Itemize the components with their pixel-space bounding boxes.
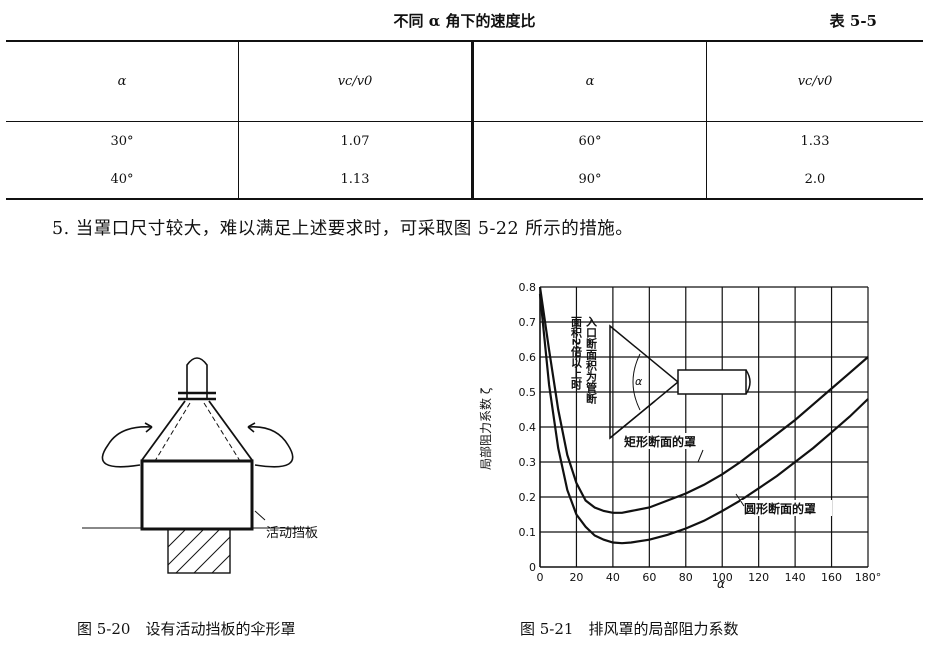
x-tick-label: 140 xyxy=(785,571,806,584)
y-tick-label: 0 xyxy=(529,561,536,574)
speed-ratio-table: α vc/v0 α vc/v0 30° 1.07 60° 1.33 40° 1.… xyxy=(6,40,923,200)
baffle-label: 活动挡板 xyxy=(266,526,318,541)
x-tick-label: 0 xyxy=(537,571,544,584)
y-tick-label: 0.3 xyxy=(519,456,537,469)
table-row: 30° 1.07 60° 1.33 xyxy=(6,121,923,160)
x-tick-label: 20 xyxy=(569,571,583,584)
series-label-rect: 矩形断面的罩 xyxy=(623,434,696,449)
chart-grid xyxy=(539,286,869,568)
table-number: 表 5-5 xyxy=(829,12,877,30)
series-label-round: 圆形断面的罩 xyxy=(744,501,816,516)
table-cell: 1.33 xyxy=(706,121,923,160)
hood-cone-right xyxy=(208,400,253,461)
figure-520-caption: 图 5-20 设有活动挡板的伞形罩 xyxy=(77,620,296,638)
table-header-row: α vc/v0 α vc/v0 xyxy=(6,41,923,122)
header-alpha-2: α xyxy=(471,41,707,122)
y-tick-label: 0.1 xyxy=(519,526,537,539)
y-tick-label: 0.4 xyxy=(519,421,537,434)
chart-series xyxy=(538,286,869,545)
x-tick-label: 180° xyxy=(855,571,882,584)
hatched-block xyxy=(167,528,231,574)
table-row: 40° 1.13 90° 2.0 xyxy=(6,160,923,199)
y-tick-label: 0.2 xyxy=(519,491,537,504)
table-cell: 2.0 xyxy=(706,160,923,199)
y-tick-label: 0.7 xyxy=(519,316,537,329)
inset-angle-label: α xyxy=(635,375,643,388)
header-ratio-2: vc/v0 xyxy=(706,41,923,122)
header-ratio-1: vc/v0 xyxy=(238,41,473,122)
movable-baffle xyxy=(140,459,254,531)
x-tick-label: 80 xyxy=(679,571,693,584)
x-tick-label: 40 xyxy=(606,571,620,584)
chart-ticks: 0 20 40 60 80 100 120 140 160 180° 0 0.1 0.2 0.3 0.4 0.… xyxy=(519,281,882,584)
figure-521-caption: 图 5-21 排风罩的局部阻力系数 xyxy=(520,620,739,638)
inset-note-col1: 入口断面积为管断 xyxy=(585,316,598,405)
header-alpha-1: α xyxy=(117,74,127,89)
body-paragraph: 5. 当罩口尺寸较大，难以满足上述要求时，可采取图 5-22 所示的措施。 xyxy=(52,219,634,239)
airflow-arc-right xyxy=(247,426,294,468)
hood-cone-left xyxy=(141,400,186,461)
table-cell: 60° xyxy=(471,121,707,160)
y-tick-label: 0.8 xyxy=(519,281,537,294)
series-line-round xyxy=(538,293,869,545)
table-cell: 1.13 xyxy=(238,160,473,199)
inset-note-col2: 面积2倍以上时 xyxy=(570,316,583,391)
x-tick-label: 60 xyxy=(642,571,656,584)
y-axis-label: 局部阻力系数 ζ xyxy=(478,388,493,470)
resistance-chart: 0 20 40 60 80 100 120 140 160 180° 0 0.1 0.2 0.3 0.4 0.… xyxy=(478,281,882,591)
table-cell: 40° xyxy=(110,171,134,187)
y-tick-label: 0.5 xyxy=(519,386,537,399)
umbrella-hood-figure: 活动挡板 xyxy=(82,357,318,574)
table-cell: 30° xyxy=(110,133,134,149)
table-cell: 90° xyxy=(471,160,707,199)
table-title: 不同 α 角下的速度比 xyxy=(393,12,536,30)
table-cell: 1.07 xyxy=(238,121,473,160)
x-axis-label: α xyxy=(717,577,725,591)
series-line-rect xyxy=(538,286,869,514)
hood-duct xyxy=(186,357,208,400)
airflow-arc-left xyxy=(101,426,153,468)
x-tick-label: 100 xyxy=(712,571,733,584)
y-tick-label: 0.6 xyxy=(519,351,537,364)
x-tick-label: 160 xyxy=(821,571,842,584)
x-tick-label: 120 xyxy=(748,571,769,584)
inset-funnel xyxy=(609,324,751,440)
